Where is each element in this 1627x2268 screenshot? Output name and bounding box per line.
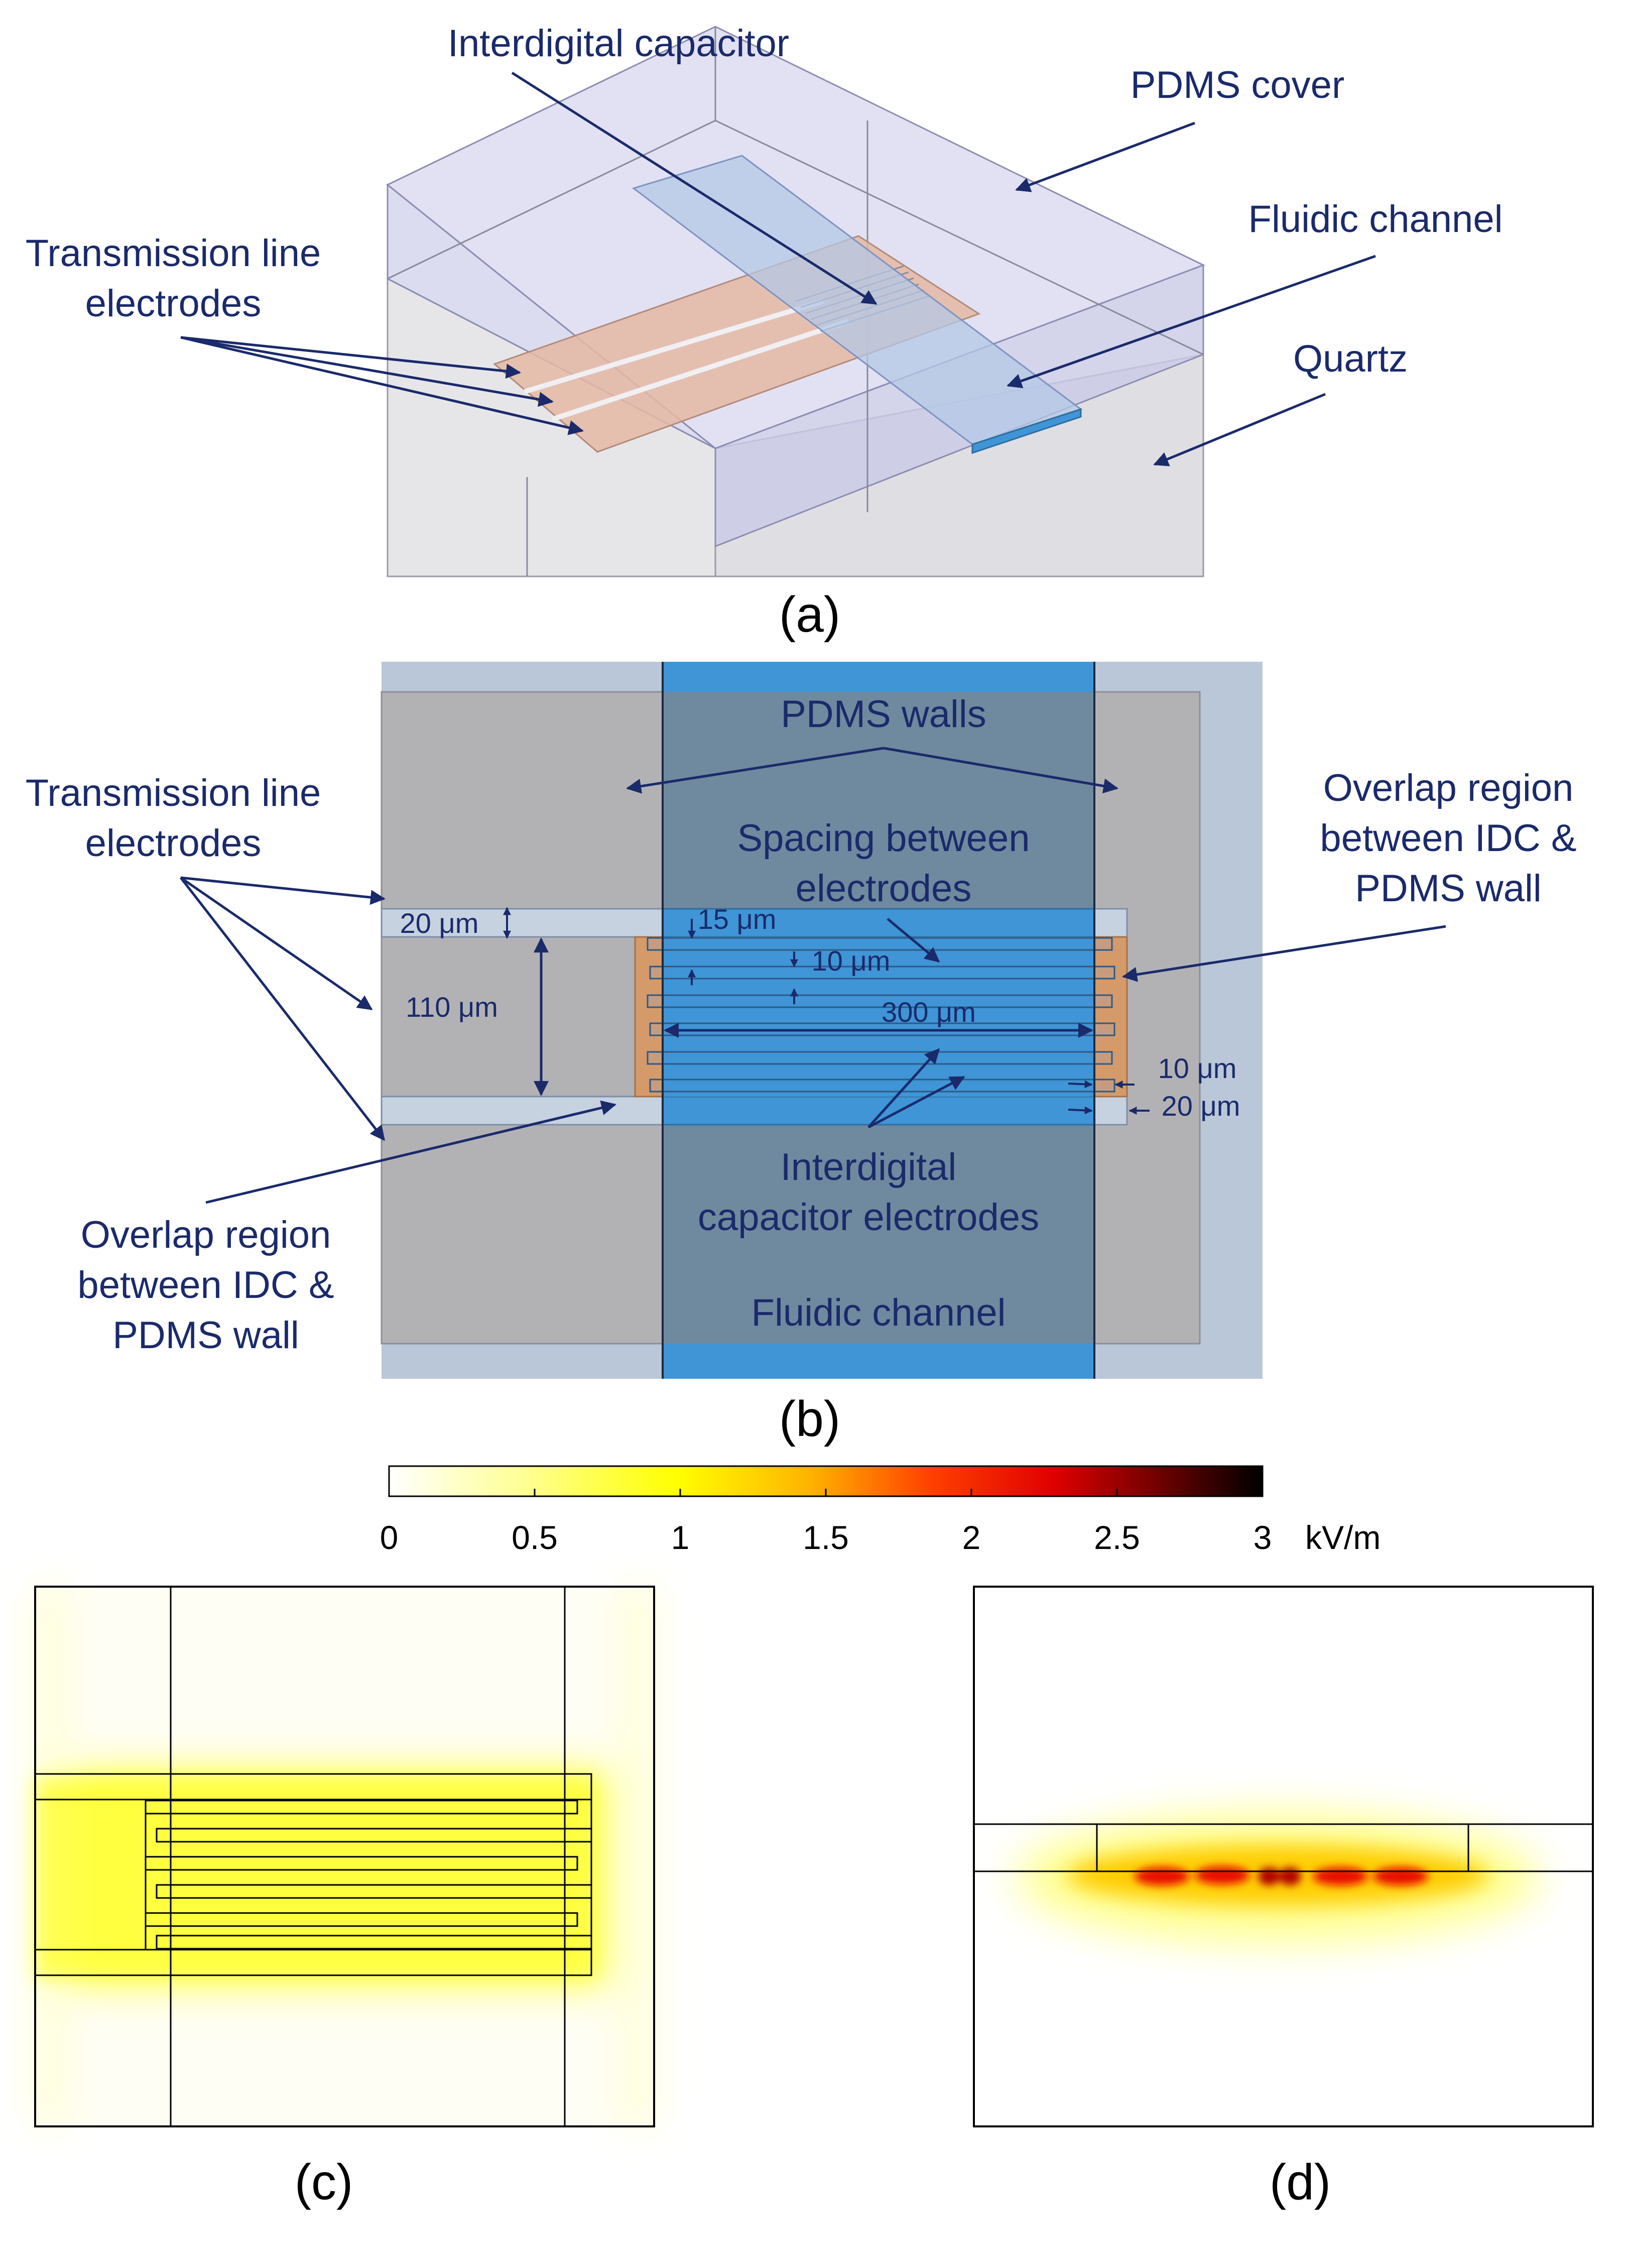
panel-d-frame (973, 1586, 1594, 2127)
arrow-overlap-left (205, 1100, 616, 1204)
dim-finger-length: 300 μm (882, 996, 976, 1028)
field-map-c-geometry (34, 1587, 592, 2126)
caption-a: (a) (779, 586, 840, 643)
arrow-overlap-right (1122, 925, 1446, 982)
label-overlap-left-1: Overlap region (81, 1214, 331, 1256)
colorbar-tick-6: 3 (1254, 1519, 1272, 1556)
channel-over-idc (663, 937, 1094, 1097)
dim-tl-width: 20 μm (400, 907, 479, 939)
arrow-tl-a-2 (180, 336, 554, 407)
panel-a: Interdigital capacitor PDMS cover Fluidi… (26, 22, 1503, 643)
dim-end-overlap-arrow (1068, 1106, 1093, 1115)
caption-d: (d) (1270, 2154, 1331, 2210)
caption-b: (b) (779, 1391, 840, 1447)
colorbar-tick-5: 2.5 (1094, 1519, 1140, 1556)
fluidic-channel-end (971, 408, 1082, 454)
arrow-tl-b-3 (180, 877, 385, 1141)
label-overlap-left-2: between IDC & (77, 1264, 334, 1306)
colorbar-tick-marks (534, 1489, 1118, 1496)
label-tl-electrodes-a-1: Transmission line (26, 232, 321, 275)
label-pdms-cover: PDMS cover (1131, 64, 1345, 106)
arrow-pdms-walls-right (883, 747, 1118, 794)
colorbar-unit: kV/m (1305, 1519, 1381, 1556)
label-spacing-1: Spacing between (737, 817, 1030, 860)
dim-finger-spacing: 10 μm (812, 945, 891, 977)
panel-c-frame (34, 1586, 655, 2127)
colorbar: 0 0.5 1 1.5 2 2.5 3 kV/m (380, 1465, 1381, 1556)
arrow-fluidic-channel-a (1007, 255, 1376, 389)
label-fluidic-channel-a: Fluidic channel (1248, 198, 1503, 241)
dim-finger-width: 15 μm (698, 903, 777, 935)
dim-end-overlap: 20 μm (1162, 1090, 1240, 1122)
arrow-idc-electrodes-1 (867, 1048, 940, 1128)
caption-c: (c) (295, 2154, 353, 2210)
label-interdigital-capacitor: Interdigital capacitor (448, 22, 789, 65)
label-quartz: Quartz (1293, 337, 1408, 380)
label-pdms-walls: PDMS walls (781, 693, 986, 736)
arrow-tl-a-1 (180, 336, 521, 379)
panel-c: (c) (34, 1586, 655, 2210)
arrow-pdms-walls-left (626, 747, 884, 794)
colorbar-tick-2: 1 (671, 1519, 690, 1556)
arrow-tl-b-1 (180, 876, 386, 905)
colorbar-tick-1: 0.5 (512, 1519, 558, 1556)
panel-b: PDMS walls Transmission line electrodes … (26, 662, 1577, 1447)
label-fluidic-channel-b: Fluidic channel (752, 1291, 1006, 1334)
dim-end-gap: 10 μm (1158, 1052, 1237, 1084)
arrow-spacing (887, 918, 940, 963)
label-tl-electrodes-b-1: Transmission line (26, 772, 321, 814)
arrow-pdms-cover (1015, 122, 1195, 192)
channel-over-tl-bottom (662, 1096, 1095, 1126)
label-idc-electrodes-2: capacitor electrodes (698, 1196, 1039, 1239)
tl-gap-1 (524, 299, 824, 394)
label-overlap-right-1: Overlap region (1323, 767, 1574, 809)
arrow-tl-a-3 (180, 336, 584, 435)
arrow-quartz (1153, 393, 1326, 466)
arrow-idc-electrodes-2 (867, 1076, 965, 1129)
field-map-c-core (35, 1777, 597, 1978)
label-overlap-right-2: between IDC & (1320, 817, 1576, 860)
dim-tl-gap: 110 μm (406, 991, 498, 1023)
colorbar-tick-3: 1.5 (803, 1519, 849, 1556)
label-tl-electrodes-b-2: electrodes (85, 822, 262, 865)
label-spacing-2: electrodes (796, 867, 972, 910)
label-tl-electrodes-a-2: electrodes (85, 282, 262, 325)
label-idc-electrodes-1: Interdigital (781, 1146, 957, 1188)
colorbar-tick-4: 2 (962, 1519, 981, 1556)
dim-end-gap-arrow (1068, 1080, 1093, 1089)
colorbar-tick-0: 0 (380, 1519, 399, 1556)
arrow-interdigital-capacitor (511, 71, 878, 305)
arrow-tl-b-2 (180, 876, 373, 1011)
panel-d: (d) (973, 1586, 1594, 2210)
pdms-inner-edge-2 (715, 120, 1204, 355)
tl-gap-2 (551, 319, 849, 422)
field-map-d-geometry (974, 1823, 1593, 1872)
label-overlap-left-3: PDMS wall (112, 1314, 299, 1357)
label-overlap-right-3: PDMS wall (1355, 867, 1542, 910)
